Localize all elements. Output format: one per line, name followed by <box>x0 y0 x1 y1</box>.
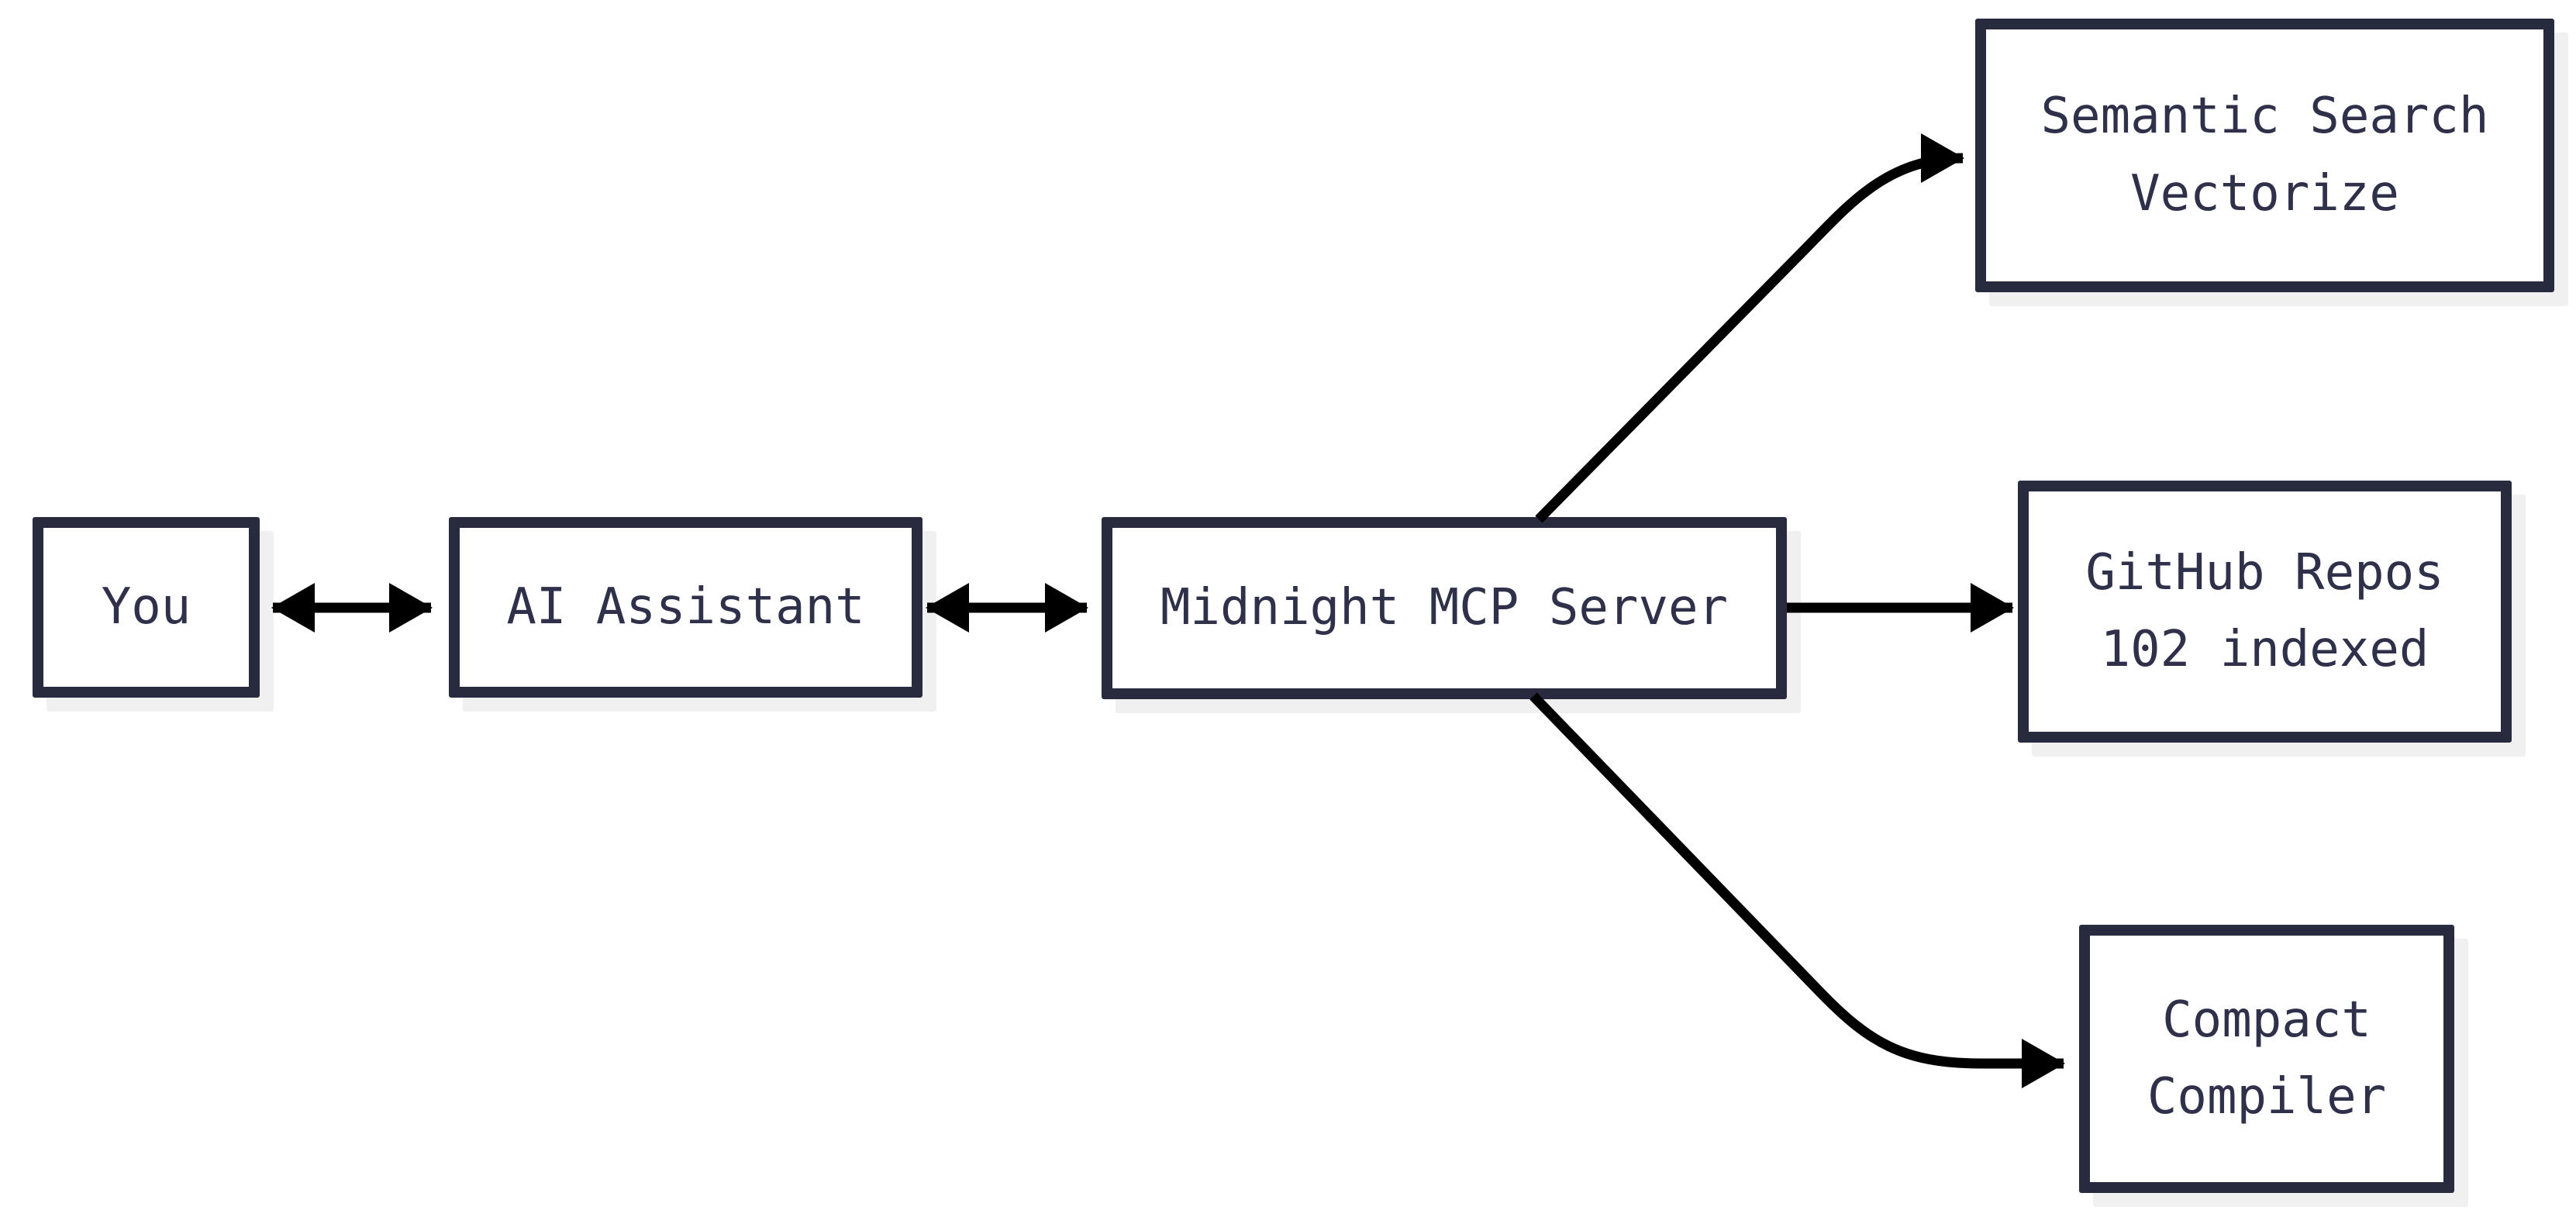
node-compact-compiler-label-line1: Compact <box>2162 991 2371 1049</box>
node-semantic-search-label-line2: Vectorize <box>2130 164 2399 222</box>
node-github-repos-label-line2: 102 indexed <box>2100 621 2429 678</box>
node-compact-compiler: Compact Compiler <box>2079 925 2454 1193</box>
node-compact-compiler-label-line2: Compiler <box>2147 1068 2387 1126</box>
node-mcp-server: Midnight MCP Server <box>1102 517 1787 699</box>
node-mcp-server-label: Midnight MCP Server <box>1160 578 1729 636</box>
node-ai-assistant: AI Assistant <box>449 517 922 698</box>
node-you-label: You <box>101 577 191 636</box>
arrow-mcp-semantic <box>1535 133 1964 523</box>
node-you: You <box>33 517 260 698</box>
node-github-repos: GitHub Repos 102 indexed <box>2018 481 2512 743</box>
arrow-mcp-compiler <box>1529 692 2065 1088</box>
node-semantic-search-label-line1: Semantic Search <box>2040 88 2489 146</box>
node-semantic-search: Semantic Search Vectorize <box>1975 19 2554 292</box>
node-github-repos-label-line1: GitHub Repos <box>2085 543 2444 602</box>
node-ai-assistant-label: AI Assistant <box>506 577 865 636</box>
